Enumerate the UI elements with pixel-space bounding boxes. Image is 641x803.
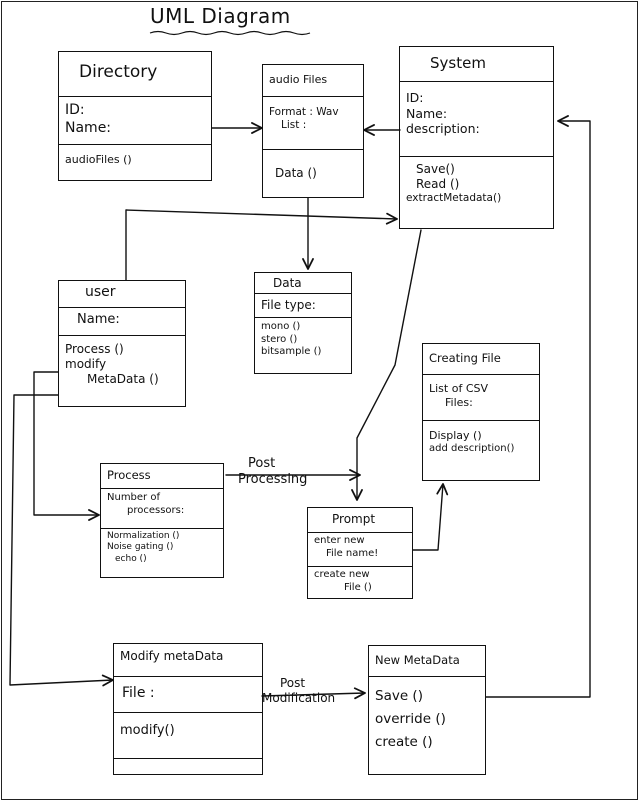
- class-data: Data File type: mono () stero () bitsamp…: [254, 272, 352, 374]
- class-new-metadata: New MetaData Save () override () create …: [368, 645, 486, 775]
- class-prompt-name: Prompt: [332, 512, 376, 526]
- class-system-method-read: Read (): [416, 177, 460, 191]
- class-directory: Directory ID: Name: audioFiles (): [58, 51, 212, 181]
- class-modifymetadata-name: Modify metaData: [120, 649, 224, 663]
- edge-user-system: [125, 209, 398, 281]
- edge-label-post-modification-line1: Post: [280, 676, 306, 690]
- class-system-attr-name: Name:: [406, 105, 448, 121]
- edge-newmetadata-system: [485, 115, 591, 698]
- class-audiofiles-method-data: Data (): [275, 166, 317, 180]
- class-audiofiles-attr-list: List :: [281, 119, 307, 132]
- class-user-method-process: Process (): [65, 342, 124, 356]
- class-system-attr-description: description:: [406, 121, 480, 137]
- edge-prompt-creatingfile: [412, 483, 449, 551]
- class-system-attr-id: ID:: [406, 90, 424, 105]
- edge-system-prompt: [351, 229, 422, 501]
- class-data-name: Data: [273, 276, 302, 290]
- class-process-method-echo: echo (): [115, 553, 147, 564]
- diagram-title: UML Diagram: [150, 4, 291, 28]
- class-user-method-metadata: MetaData (): [87, 372, 159, 386]
- class-newmetadata-method-override: override (): [375, 710, 446, 727]
- edge-label-post-processing-line1: Post: [248, 456, 276, 471]
- class-newmetadata-method-create: create (): [375, 733, 433, 750]
- title-underline: [149, 30, 311, 36]
- class-data-method-mono: mono (): [261, 321, 301, 332]
- edge-user-process: [33, 371, 100, 521]
- class-system: System ID: Name: description: Save() Rea…: [399, 46, 554, 229]
- class-audio-files: audio Files Format : Wav List : Data (): [262, 64, 364, 198]
- edge-label-post-modification: Post Modification: [262, 676, 335, 706]
- class-audiofiles-attr-format: Format : Wav: [269, 106, 339, 118]
- class-user: user Name: Process () modify MetaData (): [58, 280, 186, 407]
- class-directory-method-audiofiles: audioFiles (): [65, 153, 132, 166]
- class-directory-name: Directory: [79, 62, 158, 82]
- class-creatingfile-name: Creating File: [429, 351, 501, 365]
- class-modifymetadata-attr-file: File :: [122, 685, 155, 701]
- class-creatingfile-attr-list: List of CSV: [429, 382, 489, 395]
- class-creatingfile-method-display: Display (): [429, 429, 482, 442]
- class-system-name: System: [430, 54, 486, 72]
- class-data-method-stero: stero (): [261, 333, 298, 345]
- edge-label-post-processing: Post Processing: [238, 456, 307, 489]
- class-system-method-save: Save(): [416, 162, 455, 176]
- class-newmetadata-method-save: Save (): [375, 688, 423, 704]
- edge-modify-newmetadata: [261, 687, 366, 700]
- class-creatingfile-attr-files: Files:: [445, 395, 473, 409]
- class-directory-attr-name: Name:: [65, 119, 112, 136]
- class-process: Process Number of processors: Normalizat…: [100, 463, 224, 578]
- class-process-method-noisegating: Noise gating (): [107, 542, 174, 553]
- class-newmetadata-name: New MetaData: [375, 653, 460, 667]
- class-process-name: Process: [107, 468, 151, 482]
- edge-label-post-processing-line2: Processing: [238, 472, 308, 488]
- class-prompt-method-createnew: create new: [314, 569, 370, 580]
- class-user-name: user: [85, 284, 116, 300]
- class-process-attr-processors: processors:: [127, 504, 185, 516]
- edge-user-modifymetadata: [9, 394, 114, 687]
- class-process-attr-number: Number of: [107, 492, 160, 503]
- class-system-method-extractmetadata: extractMetadata(): [406, 192, 502, 204]
- class-data-method-bitsample: bitsample (): [261, 346, 322, 357]
- class-prompt: Prompt enter new File name! create new F…: [307, 507, 413, 599]
- class-user-method-modify: modify: [65, 357, 107, 371]
- class-process-method-normalization: Normalization (): [107, 531, 180, 541]
- class-prompt-attr-filename: File name!: [326, 547, 379, 559]
- class-modifymetadata-method-modify: modify(): [120, 723, 175, 738]
- class-creating-file: Creating File List of CSV Files: Display…: [422, 343, 540, 481]
- class-directory-attr-id: ID:: [65, 102, 85, 118]
- class-audiofiles-name: audio Files: [269, 73, 328, 86]
- class-modify-metadata: Modify metaData File : modify(): [113, 643, 263, 775]
- edge-label-post-modification-line2: Modification: [262, 691, 336, 705]
- class-prompt-method-file: File (): [344, 581, 372, 593]
- class-creatingfile-method-adddescription: add description(): [429, 442, 515, 454]
- class-data-attr-filetype: File type:: [261, 298, 316, 312]
- class-user-attr-name: Name:: [77, 312, 120, 327]
- class-prompt-attr-enternew: enter new: [314, 535, 365, 546]
